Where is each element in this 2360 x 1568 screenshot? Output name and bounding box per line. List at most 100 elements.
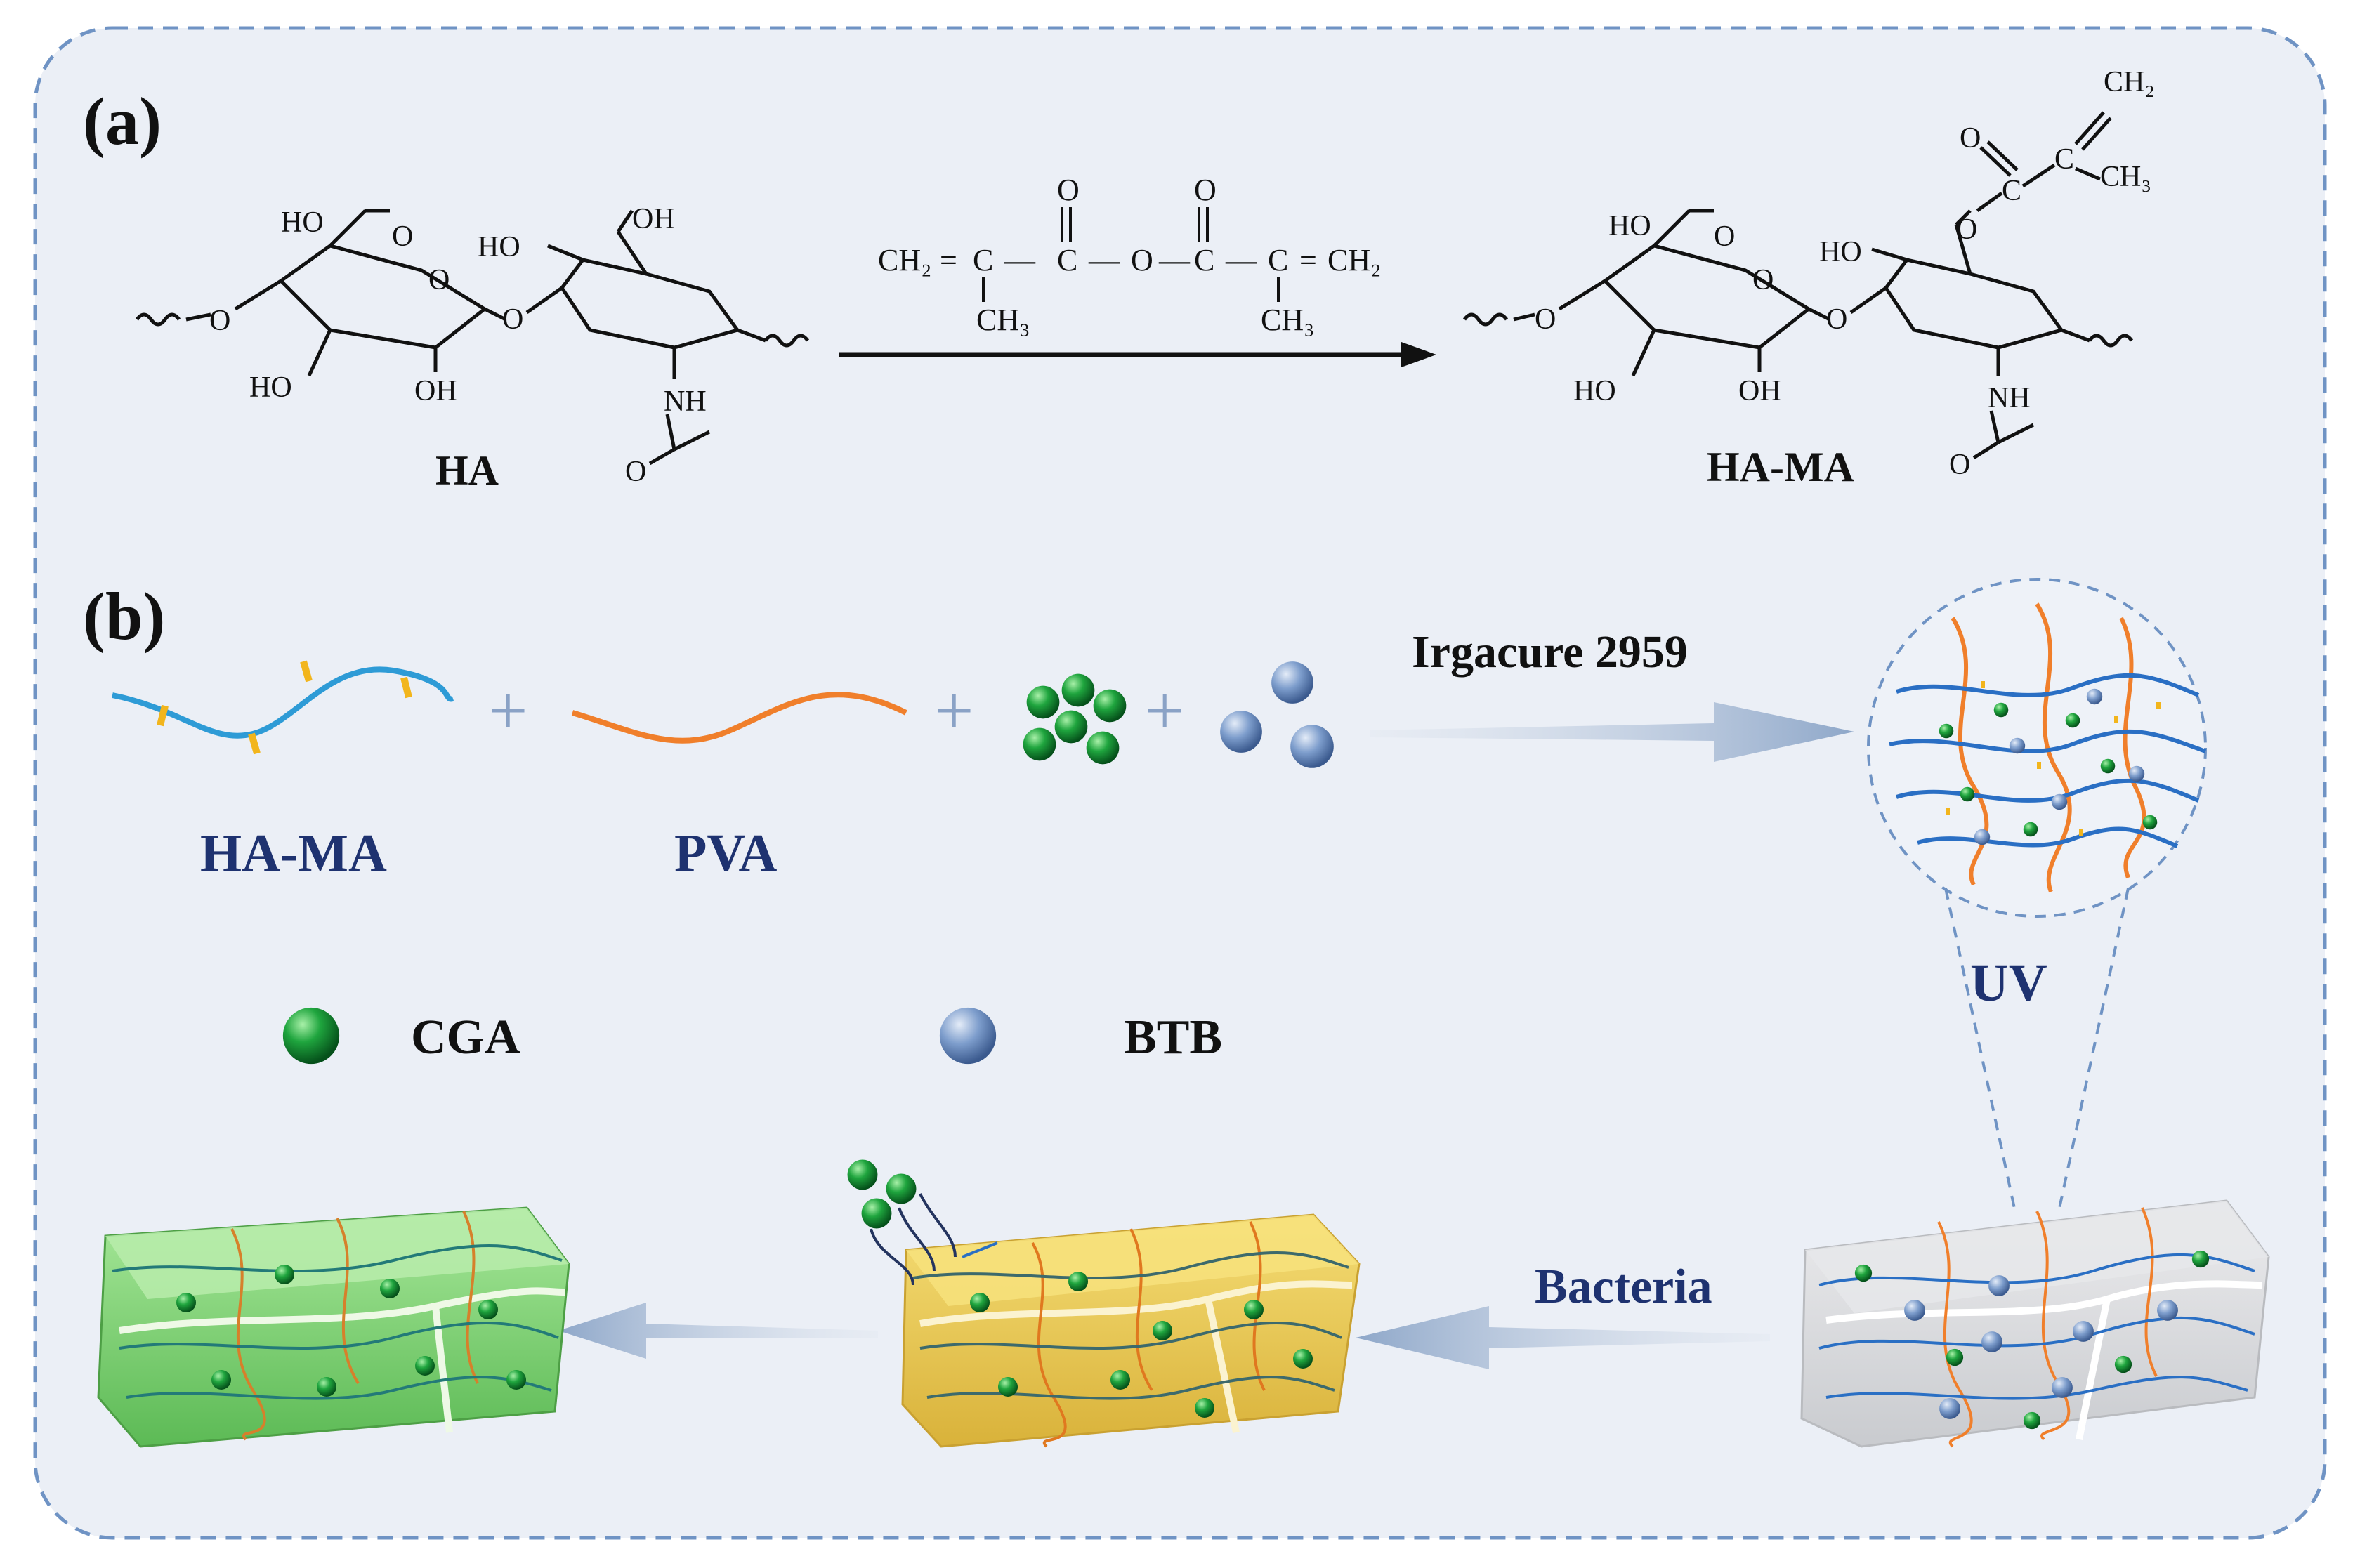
cga-sphere bbox=[1244, 1300, 1264, 1319]
btb-sphere bbox=[1271, 661, 1313, 704]
cga-sphere bbox=[211, 1370, 231, 1390]
reagent-dash-1: — bbox=[1004, 243, 1036, 277]
cga-sphere bbox=[2100, 758, 2116, 774]
hama-amide-o: O bbox=[1949, 449, 1970, 481]
hama-o-linker-mid: O bbox=[1826, 303, 1847, 336]
plus-3: + bbox=[1145, 671, 1184, 749]
ha-ring-o-1: O bbox=[428, 264, 450, 296]
reagent-dash-2: — bbox=[1088, 243, 1120, 277]
cga-sphere bbox=[1068, 1272, 1088, 1291]
reagent-eq-1: = bbox=[940, 243, 957, 277]
cga-sphere bbox=[2023, 822, 2038, 837]
reagent-o-top-right: O bbox=[1194, 173, 1217, 207]
hama-ester-o: O bbox=[1956, 213, 1977, 246]
hama-ring-o-1: O bbox=[1752, 264, 1774, 296]
cga-sphere bbox=[861, 1198, 892, 1229]
cga-sphere bbox=[176, 1293, 196, 1312]
hama-oh-right: HO bbox=[1819, 236, 1862, 268]
ha-structure: O O HO O HO OH O HO OH NH O bbox=[135, 203, 810, 488]
cga-sphere bbox=[478, 1300, 498, 1319]
cga-sphere bbox=[2191, 1250, 2210, 1268]
hama-ester-c: C bbox=[2002, 175, 2021, 207]
btb-sphere bbox=[2157, 1300, 2178, 1321]
ha-nh: NH bbox=[664, 386, 707, 418]
color-change-arrow bbox=[558, 1303, 878, 1359]
btb-sphere bbox=[2086, 688, 2103, 705]
cga-sphere bbox=[2023, 1411, 2041, 1430]
cga-sphere bbox=[1939, 723, 1954, 739]
cga-sphere bbox=[1153, 1321, 1172, 1340]
cga-sphere bbox=[2142, 815, 2158, 830]
hama-cooh-ho: HO bbox=[1608, 210, 1651, 242]
ha-oh-right: HO bbox=[478, 231, 520, 263]
legend-btb-label: BTB bbox=[1124, 1010, 1222, 1065]
btb-sphere bbox=[2009, 737, 2026, 754]
reagent-c3: C bbox=[1194, 243, 1214, 277]
cga-sphere bbox=[886, 1173, 917, 1204]
ha-ch2oh: OH bbox=[632, 203, 675, 235]
cga-sphere bbox=[1086, 731, 1120, 765]
cga-sphere bbox=[275, 1265, 294, 1284]
outer-frame bbox=[33, 26, 2327, 1540]
btb-sphere bbox=[2073, 1321, 2094, 1342]
legend: CGA BTB bbox=[282, 1007, 1222, 1065]
hama-oh-bottom: OH bbox=[1738, 375, 1781, 407]
cga-sphere bbox=[317, 1377, 336, 1397]
plus-1: + bbox=[488, 671, 527, 749]
ha-o-linker-mid: O bbox=[502, 303, 523, 336]
bacteria-arrow bbox=[1356, 1306, 1770, 1369]
reagent-ch3-right: CH₃ bbox=[1261, 303, 1314, 337]
reagent-eq-2: = bbox=[1299, 243, 1317, 277]
btb-sphere bbox=[2052, 1377, 2073, 1398]
cga-sphere bbox=[1023, 727, 1056, 761]
reagent-o-center: O bbox=[1131, 243, 1153, 277]
btb-sphere bbox=[2128, 765, 2145, 782]
btb-sphere bbox=[1904, 1300, 1925, 1321]
cga-sphere bbox=[1993, 702, 2009, 718]
legend-btb-sphere bbox=[939, 1007, 997, 1065]
hama-ester-dbl-o: O bbox=[1960, 122, 1981, 154]
reagent-o-top-left: O bbox=[1057, 173, 1080, 207]
reagent-ch3-left: CH₃ bbox=[976, 303, 1030, 337]
hama-carbonyl-o: O bbox=[1714, 220, 1735, 253]
initiator-arrow bbox=[1370, 702, 1854, 762]
legend-cga-label: CGA bbox=[411, 1010, 520, 1065]
plus-2: + bbox=[934, 671, 973, 749]
ha-ma-chain bbox=[112, 660, 454, 755]
cga-sphere bbox=[415, 1356, 435, 1376]
hama-structure: O O HO O HO OH O HO O C O C CH₂ CH₃ NH bbox=[1462, 66, 2155, 481]
reagent-ch2-right: CH₂ bbox=[1328, 243, 1381, 277]
btb-sphere bbox=[1290, 725, 1334, 768]
reagent-dash-4: — bbox=[1225, 243, 1257, 277]
ha-carbonyl-o: O bbox=[392, 220, 413, 253]
hama-nh: NH bbox=[1988, 382, 2031, 414]
cga-sphere bbox=[380, 1279, 400, 1298]
cga-sphere bbox=[1854, 1264, 1873, 1282]
btb-sphere bbox=[1220, 711, 1262, 753]
yellow-hydrogel bbox=[847, 1159, 1361, 1448]
cga-sphere bbox=[970, 1293, 990, 1312]
reagent-c1: C bbox=[973, 243, 993, 277]
cga-sphere bbox=[2114, 1355, 2132, 1373]
cga-sphere bbox=[1054, 710, 1088, 744]
gray-hydrogel bbox=[1800, 1199, 2270, 1448]
hama-o-linker-left: O bbox=[1535, 303, 1556, 336]
reagent-ch2-left: CH₂ bbox=[878, 243, 931, 277]
pva-label: PVA bbox=[674, 824, 778, 883]
hama-methyl: CH₃ bbox=[2100, 161, 2151, 193]
reagent-bonds bbox=[982, 207, 1280, 302]
hama-vinyl-c: C bbox=[2054, 143, 2074, 176]
legend-cga-sphere bbox=[282, 1007, 340, 1065]
cga-sphere bbox=[1946, 1348, 1964, 1366]
reagent-c2: C bbox=[1057, 243, 1077, 277]
reagent-structure: CH₂ = C — C — O — C — C = CH₂ O O CH₃ CH… bbox=[878, 173, 1381, 337]
cga-sphere bbox=[506, 1370, 526, 1390]
green-hydrogel bbox=[97, 1206, 570, 1448]
btb-sphere bbox=[1939, 1398, 1960, 1419]
cga-sphere bbox=[1293, 1349, 1313, 1369]
btb-sphere bbox=[1988, 1275, 2010, 1296]
cga-sphere bbox=[1195, 1398, 1214, 1418]
uv-label: UV bbox=[1970, 954, 2047, 1013]
pva-chain bbox=[571, 692, 907, 744]
